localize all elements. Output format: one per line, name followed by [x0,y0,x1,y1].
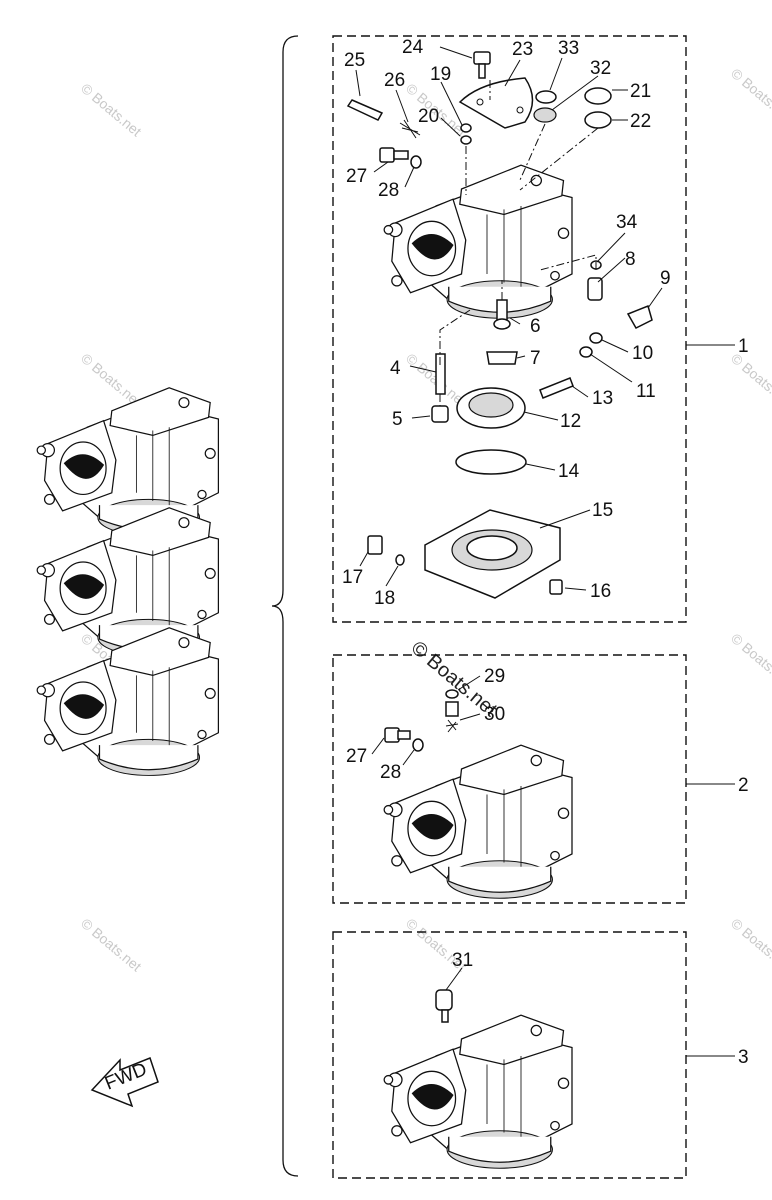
assembly-box-3 [332,931,687,1179]
watermark: © Boats.net [78,915,145,974]
watermark: © Boats.net [728,350,772,409]
fwd-arrow: FWD [90,1057,159,1108]
carburetor-stack-illustration [36,387,220,777]
callout-1: 1 [738,336,749,357]
carburetor-1-illustration [383,164,573,319]
callout-19: 19 [430,64,451,85]
callout-10: 10 [632,343,653,364]
watermark: © Boats.net [728,65,772,124]
callout-20: 20 [418,106,439,127]
box-1-parts [346,51,653,599]
callout-3: 3 [738,1047,749,1068]
callout-13: 13 [592,388,613,409]
callout-26: 26 [384,70,405,91]
callout-6: 6 [530,316,541,337]
assembly-box-2 [332,654,687,904]
callout-18: 18 [374,588,395,609]
callout-31: 31 [452,950,473,971]
callout-16: 16 [590,581,611,602]
callout-25: 25 [344,50,365,71]
callout-34: 34 [616,212,638,233]
watermark: © Boats.net [78,350,145,409]
callout-21: 21 [630,81,651,102]
callout-labels: 1 2 3 4 5 6 7 8 9 10 11 12 13 14 15 16 1… [342,37,749,1068]
callout-8: 8 [625,249,636,270]
callout-9: 9 [660,268,671,289]
callout-23: 23 [512,39,533,60]
callout-32: 32 [590,58,611,79]
callout-7: 7 [530,348,541,369]
callout-15: 15 [592,500,613,521]
assembly-box-1 [332,35,687,623]
callout-12: 12 [560,411,581,432]
watermark: © Boats.net [728,915,772,974]
callout-5: 5 [392,409,403,430]
carburetor-2-illustration [383,689,573,899]
callout-28b: 28 [380,762,401,783]
callout-4: 4 [390,358,401,379]
callout-33: 33 [558,38,579,59]
callout-11: 11 [636,381,656,402]
callout-14: 14 [558,461,580,482]
watermark: © Boats.net [728,630,772,689]
callout-29: 29 [484,666,505,687]
callout-2: 2 [738,775,749,796]
callout-28: 28 [378,180,399,201]
callout-24: 24 [402,37,424,58]
callout-leaders [355,46,735,1057]
callout-30: 30 [484,704,505,725]
callout-27b: 27 [346,746,367,767]
callout-22: 22 [630,111,651,132]
group-brace [271,35,299,1177]
callout-17: 17 [342,567,363,588]
watermark: © Boats.net [78,80,145,139]
callout-27: 27 [346,166,367,187]
carburetor-3-illustration [383,989,573,1169]
